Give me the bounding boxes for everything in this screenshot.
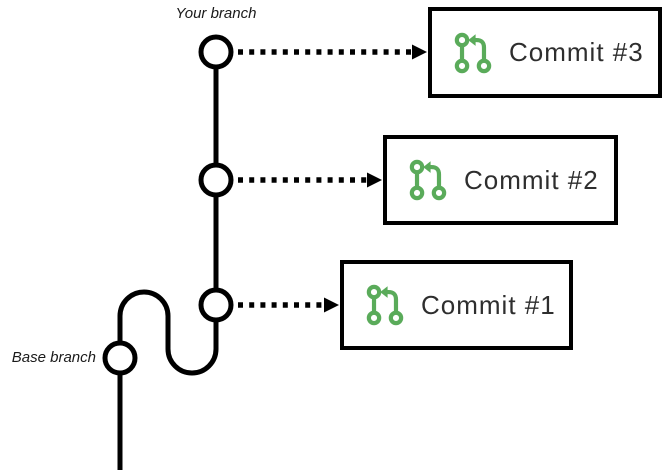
commit-card-3: Commit #3 (428, 7, 662, 98)
arrow-to-commit-2 (238, 172, 382, 188)
commit-1-label: Commit #1 (421, 289, 556, 320)
commit-2-node (198, 162, 234, 198)
commit-3-label: Commit #3 (509, 37, 644, 67)
commit-card-2: Commit #2 (383, 135, 618, 225)
arrowhead-icon (412, 44, 427, 60)
code-pull-request-icon (454, 32, 492, 73)
arrow-to-commit-1 (238, 297, 339, 313)
code-pull-request-icon (366, 284, 404, 326)
arrow-to-commit-3 (238, 44, 427, 60)
your-branch-tip-node (198, 34, 234, 70)
your-branch-line (117, 52, 219, 470)
commit-1-node (198, 287, 234, 323)
arrowhead-icon (324, 297, 339, 313)
commit-card-1: Commit #1 (340, 260, 573, 350)
code-pull-request-icon (409, 159, 447, 201)
base-branch-label: Base branch (11, 349, 96, 366)
your-branch-label: Your branch (175, 5, 257, 22)
commit-2-label: Commit #2 (464, 164, 599, 195)
base-branch-node (102, 340, 138, 376)
arrowhead-icon (367, 172, 382, 188)
